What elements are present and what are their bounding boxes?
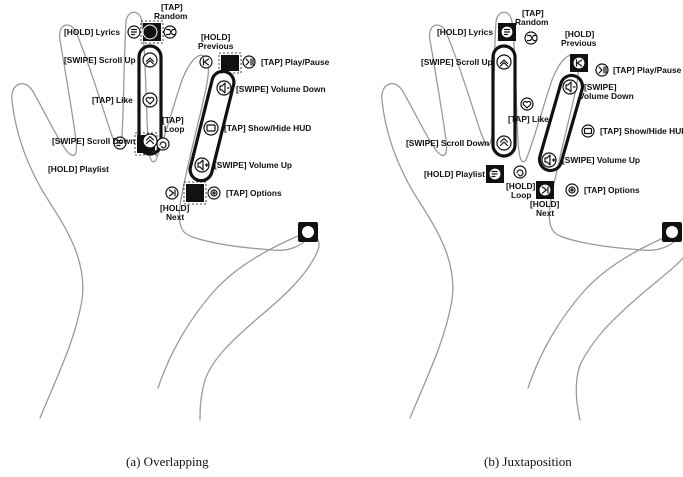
label-hold-previous-b-line1: [HOLD]: [565, 29, 595, 39]
scroll-up-icon-b[interactable]: [496, 54, 512, 70]
show-hide-hud-icon[interactable]: [203, 120, 219, 136]
label-hold-next-line2: Next: [166, 212, 184, 222]
previous-target-b[interactable]: [570, 54, 588, 72]
label-tap-random-b-line2: Random: [515, 17, 549, 27]
next-icon[interactable]: [165, 186, 179, 200]
volume-down-icon[interactable]: [216, 80, 232, 96]
random-icon[interactable]: [163, 25, 177, 39]
label-tap-play-pause-b: [TAP] Play/Pause: [613, 65, 682, 75]
label-hold-next: [HOLD]Next: [160, 203, 190, 222]
label-hold-next-b-line2: Next: [536, 208, 554, 218]
volume-swipe-area[interactable]: [188, 69, 236, 183]
label-tap-random: [TAP]Random: [154, 2, 188, 21]
label-hold-loop-b-line1: [HOLD]: [506, 181, 536, 191]
thumb-button[interactable]: [298, 222, 318, 242]
thumb-outline: [157, 235, 299, 389]
label-hold-lyrics-b: [HOLD] Lyrics: [437, 27, 493, 37]
play-pause-icon-b[interactable]: [595, 63, 609, 77]
label-hold-playlist-b: [HOLD] Playlist: [424, 169, 485, 179]
previous-icon[interactable]: [199, 55, 213, 69]
label-tap-loop: [TAP]Loop: [162, 115, 184, 134]
lyrics-icon[interactable]: [127, 25, 141, 39]
label-swipe-volume-down-b-line1: [SWIPE]: [584, 82, 617, 92]
previous-play-target[interactable]: [218, 52, 242, 74]
lyrics-random-target[interactable]: [140, 20, 164, 44]
label-tap-loop-line1: [TAP]: [162, 115, 184, 125]
label-hold-next-line1: [HOLD]: [160, 203, 190, 213]
lyrics-target-b[interactable]: [498, 23, 516, 41]
like-icon[interactable]: [142, 92, 158, 108]
label-hold-lyrics: [HOLD] Lyrics: [64, 27, 120, 37]
label-hold-loop-b: [HOLD]Loop: [506, 181, 536, 200]
hand-outline: [11, 11, 320, 421]
like-icon-b[interactable]: [520, 97, 534, 111]
scroll-down-icon[interactable]: [142, 133, 158, 149]
show-hide-hud-icon-b[interactable]: [581, 124, 595, 138]
options-icon-b[interactable]: [565, 183, 579, 197]
next-options-target[interactable]: [183, 181, 207, 205]
label-swipe-scroll-down-b: [SWIPE] Scroll Down: [406, 138, 489, 148]
label-hold-previous-b-line2: Previous: [561, 38, 597, 48]
scroll-swipe-area-b[interactable]: [491, 44, 517, 158]
scroll-down-icon-b[interactable]: [496, 135, 512, 151]
next-target-b[interactable]: [536, 181, 554, 199]
label-hold-playlist: [HOLD] Playlist: [48, 164, 109, 174]
label-tap-random-line2: Random: [154, 11, 188, 21]
label-tap-loop-line2: Loop: [164, 124, 184, 134]
volume-up-icon-b[interactable]: [541, 152, 557, 168]
label-hold-loop-b-line2: Loop: [511, 190, 531, 200]
caption-overlapping: (a) Overlapping: [126, 454, 209, 469]
random-icon-b[interactable]: [524, 31, 538, 45]
volume-down-icon-b[interactable]: [562, 79, 578, 95]
panel-overlapping: [HOLD] Lyrics [TAP]Random [HOLD]Previous…: [11, 2, 330, 469]
panel-juxtaposition: [HOLD] Lyrics [TAP]Random [HOLD]Previous…: [381, 8, 683, 469]
label-swipe-volume-down-b-line2: Volume Down: [579, 91, 634, 101]
label-hold-next-b: [HOLD]Next: [530, 199, 560, 218]
label-swipe-scroll-up: [SWIPE] Scroll Up: [64, 55, 136, 65]
label-hold-previous-line1: [HOLD]: [201, 32, 231, 42]
label-swipe-scroll-up-b: [SWIPE] Scroll Up: [421, 57, 493, 67]
label-tap-random-b: [TAP]Random: [515, 8, 549, 27]
scroll-swipe-area[interactable]: [137, 44, 163, 156]
volume-up-icon[interactable]: [194, 157, 210, 173]
options-icon[interactable]: [207, 186, 221, 200]
thumb-button-b[interactable]: [662, 222, 682, 242]
loop-icon-b[interactable]: [513, 165, 527, 179]
label-tap-like: [TAP] Like: [92, 95, 133, 105]
label-hold-next-b-line1: [HOLD]: [530, 199, 560, 209]
label-swipe-volume-down-b: [SWIPE]Volume Down: [579, 82, 634, 101]
play-pause-icon[interactable]: [242, 55, 256, 69]
label-tap-play-pause: [TAP] Play/Pause: [261, 57, 330, 67]
label-swipe-volume-down: [SWIPE] Volume Down: [236, 84, 326, 94]
label-tap-show-hide-hud-b: [TAP] Show/Hide HUD: [600, 126, 683, 136]
label-hold-previous-line2: Previous: [198, 41, 234, 51]
label-hold-previous: [HOLD]Previous: [198, 32, 234, 51]
label-tap-random-line1: [TAP]: [161, 2, 183, 12]
scroll-up-icon[interactable]: [142, 52, 158, 68]
label-swipe-volume-up: [SWIPE] Volume Up: [214, 160, 292, 170]
caption-juxtaposition: (b) Juxtaposition: [484, 454, 572, 469]
label-tap-random-b-line1: [TAP]: [522, 8, 544, 18]
loop-icon[interactable]: [156, 137, 170, 151]
label-tap-options: [TAP] Options: [226, 188, 282, 198]
label-tap-like-b: [TAP] Like: [508, 114, 549, 124]
label-swipe-scroll-down: [SWIPE] Scroll Down: [52, 136, 135, 146]
playlist-icon[interactable]: [113, 136, 127, 150]
thumb-outline-b: [527, 235, 669, 389]
label-swipe-volume-up-b: [SWIPE] Volume Up: [562, 155, 640, 165]
label-hold-previous-b: [HOLD]Previous: [561, 29, 597, 48]
palm-outline-b: [575, 257, 683, 421]
label-tap-options-b: [TAP] Options: [584, 185, 640, 195]
volume-swipe-area-b[interactable]: [537, 73, 585, 173]
playlist-target-b[interactable]: [486, 165, 504, 183]
label-tap-show-hide-hud: [TAP] Show/Hide HUD: [224, 123, 311, 133]
